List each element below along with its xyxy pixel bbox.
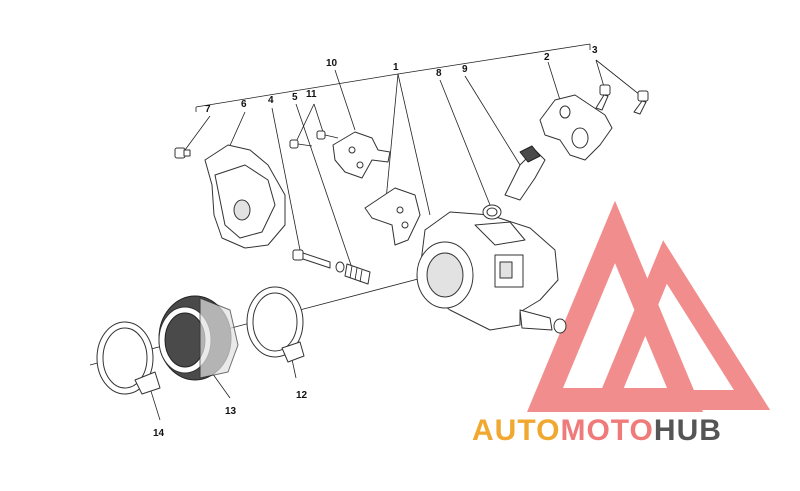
injector-9	[504, 145, 546, 201]
label-2: 2	[544, 52, 550, 63]
svg-text:AUTOMOTOHUB: AUTOMOTOHUB	[472, 414, 722, 447]
bolt-11b	[316, 130, 339, 140]
label-14: 14	[153, 428, 165, 439]
label-9: 9	[462, 64, 468, 75]
sleeve-13	[158, 295, 239, 381]
watermark-moto: MOTO	[560, 414, 653, 447]
watermark-hub: HUB	[654, 414, 722, 447]
label-6: 6	[241, 99, 247, 110]
label-1: 1	[393, 62, 399, 73]
throttle-body-1	[416, 211, 567, 334]
bracket-10	[332, 131, 391, 179]
bolt-3b	[633, 90, 649, 115]
label-8: 8	[436, 68, 442, 79]
bracket-1	[364, 187, 421, 246]
spring-5	[335, 261, 371, 285]
leader-lines	[89, 43, 641, 421]
watermark-text: AUTOMOTOHUB	[472, 414, 722, 447]
label-5: 5	[292, 92, 298, 103]
watermark-auto: AUTO	[472, 414, 560, 447]
cover-6	[204, 144, 286, 249]
bolt-4	[292, 249, 331, 269]
o-ring-8	[482, 204, 502, 220]
bolt-3a	[595, 84, 611, 111]
fuel-rail-2	[539, 94, 613, 161]
label-10: 10	[326, 58, 338, 69]
label-11: 11	[306, 89, 317, 100]
label-13: 13	[225, 406, 237, 417]
logo-triangle-right	[593, 240, 771, 410]
clamp-14	[96, 321, 161, 395]
bolt-7	[174, 147, 191, 159]
label-4: 4	[268, 95, 274, 106]
watermark-logo	[527, 200, 771, 412]
bolt-11a	[289, 139, 313, 149]
clamp-12	[246, 286, 305, 363]
label-3: 3	[592, 45, 598, 56]
part-labels: 1 2 3 4 5 6 7 8 9 10 11 12 13 14	[153, 45, 598, 439]
label-12: 12	[296, 390, 308, 401]
bracket-line-1	[195, 43, 591, 108]
label-7: 7	[205, 104, 211, 115]
